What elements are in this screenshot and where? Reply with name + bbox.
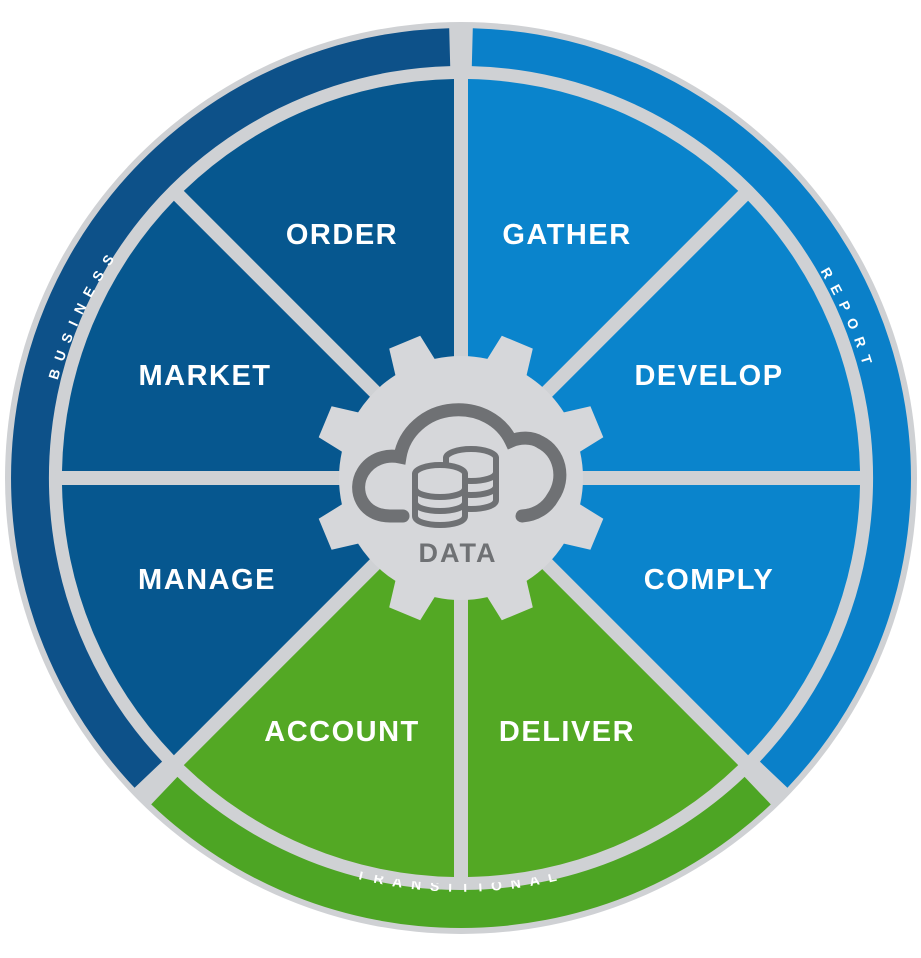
ring-band-transitional xyxy=(151,776,771,929)
segments-group xyxy=(62,79,860,877)
ring-band-report xyxy=(471,28,911,788)
outer-ring-bands xyxy=(11,28,911,929)
segment-label-market: MARKET xyxy=(138,360,271,392)
center-label: DATA xyxy=(419,538,498,568)
segment-deliver[interactable] xyxy=(468,494,739,877)
cloud-database-icon xyxy=(352,403,567,528)
segment-comply[interactable] xyxy=(477,485,860,756)
segment-label-manage: MANAGE xyxy=(138,564,276,596)
segment-label-account: ACCOUNT xyxy=(264,716,420,748)
segment-market[interactable] xyxy=(62,200,445,472)
cloud-outline-icon xyxy=(352,403,567,523)
segment-develop[interactable] xyxy=(477,200,860,472)
segment-label-deliver: DELIVER xyxy=(499,716,635,748)
segment-label-gather: GATHER xyxy=(502,219,631,251)
segment-labels: ORDER GATHER DEVELOP COMPLY DELIVER ACCO… xyxy=(138,219,783,748)
segment-account[interactable] xyxy=(183,494,455,877)
ring-band-business xyxy=(11,28,451,788)
segment-label-comply: COMPLY xyxy=(644,564,774,596)
segment-label-order: ORDER xyxy=(286,219,398,251)
segment-label-develop: DEVELOP xyxy=(634,360,783,392)
database-icon xyxy=(412,446,499,528)
segment-manage[interactable] xyxy=(62,485,445,756)
segment-order[interactable] xyxy=(183,79,455,462)
segment-gather[interactable] xyxy=(468,79,739,462)
